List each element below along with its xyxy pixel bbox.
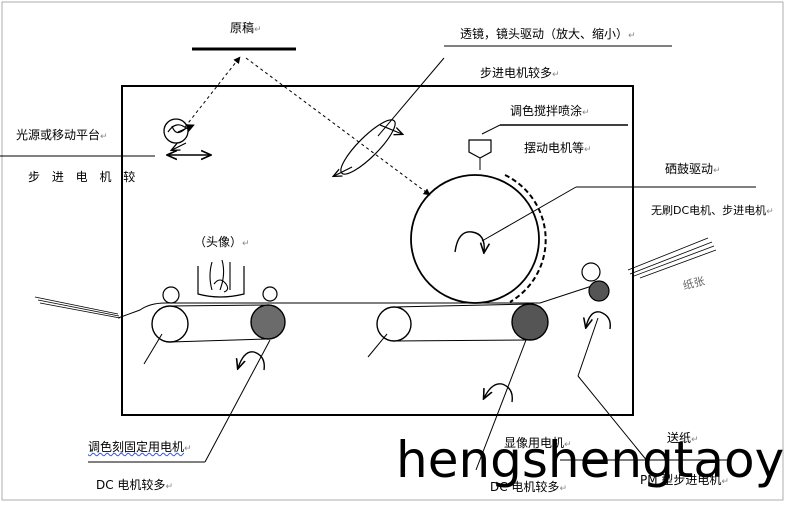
label-light-source: 光源或移动平台↵ xyxy=(16,128,108,142)
developing-motor-leader xyxy=(475,339,527,471)
label-lens-stepper: 步进电机较多↵ xyxy=(480,66,560,80)
paper-feed-roller-top xyxy=(581,262,601,282)
optical-path-up xyxy=(184,56,241,128)
label-fixing-motor: 调色刻固定用电机↵ xyxy=(88,440,192,454)
label-developing-dc: DC 电机较多↵ xyxy=(490,480,567,494)
drum-leader xyxy=(481,186,577,242)
fixing-roller-leader xyxy=(143,333,163,365)
photoconductor-drum xyxy=(410,174,540,304)
label-paper-feed: 送纸↵ xyxy=(667,431,699,445)
developing-belt-bottom xyxy=(393,339,531,342)
label-developing-motor: 显像用电机↵ xyxy=(504,436,572,450)
fixing-belt-bottom xyxy=(169,338,269,343)
label-pm-stepper: PM 型步进电机↵ xyxy=(640,473,729,487)
fixing-motor-leader xyxy=(204,339,271,463)
toner-leader xyxy=(481,124,501,135)
paper-feed-rotation-arrow xyxy=(586,311,611,329)
paper-feed-roller-drive xyxy=(588,280,610,302)
paper-output-stack xyxy=(627,237,717,279)
fixing-pressure-roller-small xyxy=(162,286,180,304)
lens-leader xyxy=(377,57,445,137)
label-original: 原稿↵ xyxy=(230,21,262,35)
developing-rotation-arrow xyxy=(484,383,513,403)
watermark-text: hengshengtaoye xyxy=(396,431,787,489)
fixing-rotation-arrow xyxy=(238,351,265,370)
head-sensor xyxy=(197,259,245,298)
drum-rotation-arrow xyxy=(454,231,484,252)
paper-input-tray xyxy=(34,296,121,319)
toner-hopper xyxy=(468,139,492,159)
label-swing-motor: 摆动电机等↵ xyxy=(524,141,592,155)
label-lens-drive: 透镜，镜头驱动（放大、缩小）↵ xyxy=(460,27,636,41)
paper-feed-leader-b xyxy=(577,375,649,463)
label-light-stepper: 步 进 电 机 较 xyxy=(28,170,140,184)
fixing-guide-roller-small xyxy=(262,286,278,302)
machine-body xyxy=(121,85,634,416)
lens-arrow-right xyxy=(379,124,402,134)
light-source-small-arrow xyxy=(172,142,187,150)
developing-roller-leader xyxy=(367,333,388,358)
paper-feed-leader-a xyxy=(577,317,599,377)
fixing-roller-left xyxy=(151,305,189,343)
label-head: （头像）↵ xyxy=(194,235,250,249)
developing-belt-top xyxy=(393,303,531,308)
lens-arrow-left xyxy=(334,166,353,176)
label-drum-drive: 硒鼓驱动↵ xyxy=(665,162,721,176)
optical-path-down xyxy=(245,57,431,196)
light-source-lamp xyxy=(163,118,195,144)
fixing-drive-roller xyxy=(250,304,286,340)
developing-drive-roller xyxy=(511,303,549,341)
label-toner-mix: 调色搅拌喷涂↵ xyxy=(510,104,590,118)
fixing-belt-top xyxy=(169,304,269,307)
developing-roller-left xyxy=(376,306,412,342)
label-drum-motor: 无刷DC电机、步进电机↵ xyxy=(651,204,774,217)
label-fixing-dc: DC 电机较多↵ xyxy=(96,478,173,492)
paper-path xyxy=(117,283,599,319)
